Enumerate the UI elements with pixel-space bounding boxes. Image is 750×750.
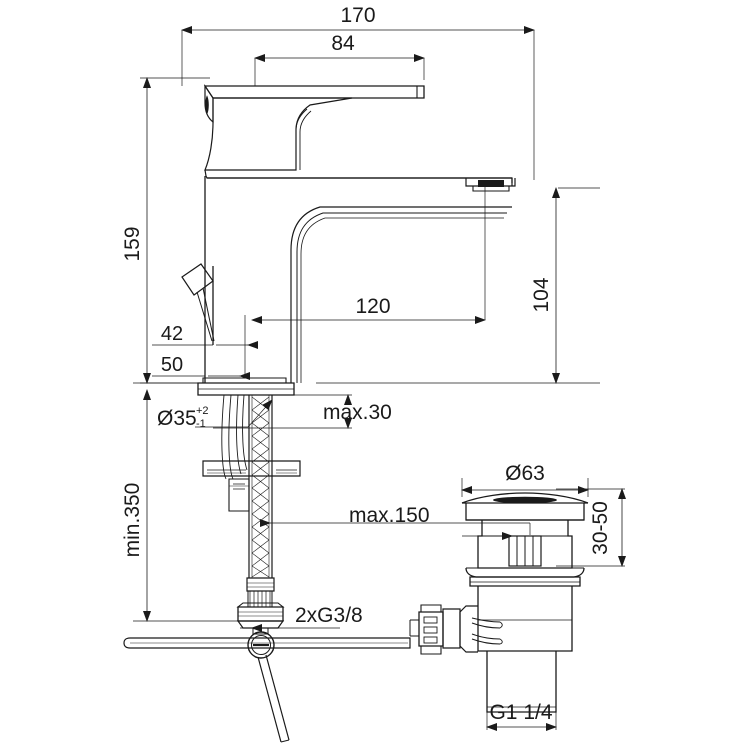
label-dim-d63: Ø63 <box>505 462 545 485</box>
faucet-aerator <box>465 178 516 192</box>
drain-coupling-nut <box>409 604 461 655</box>
dimension-max150 <box>260 519 531 535</box>
label-dim-3050: 30-50 <box>589 501 612 555</box>
label-dim-max150: max.150 <box>349 504 430 527</box>
faucet-spout-curve <box>290 206 512 383</box>
label-dim-104: 104 <box>530 277 553 312</box>
braid-texture <box>251 396 270 578</box>
drain-lower-barrel <box>477 586 573 713</box>
label-dim-120: 120 <box>355 295 390 318</box>
label-dim-2xg38: 2xG3/8 <box>295 604 363 627</box>
label-dim-max30: max.30 <box>323 401 392 424</box>
faucet-body <box>204 169 513 383</box>
faucet-shank-hoses <box>202 394 301 635</box>
label-dim-170: 170 <box>340 4 375 27</box>
label-dim-d35-value: Ø35 <box>157 407 197 430</box>
label-dim-d35: Ø35 +2 -1 <box>157 405 209 430</box>
label-dim-84: 84 <box>331 32 355 55</box>
popup-waste-linkage <box>123 631 411 743</box>
extension-lines <box>133 30 625 730</box>
drain-gasket-flange <box>465 567 585 587</box>
label-dim-42: 42 <box>161 323 183 345</box>
label-dim-d35-tol-plus: +2 <box>196 405 209 417</box>
label-dim-d35-tol-minus: -1 <box>196 418 206 430</box>
drain-side-branch <box>459 605 503 653</box>
faucet-lever-handle <box>203 84 425 171</box>
label-dim-g114: G1 1/4 <box>489 701 552 724</box>
drain-upper-body <box>462 520 573 569</box>
faucet-lever-raised <box>181 263 215 345</box>
faucet-deck-flange <box>197 377 295 396</box>
label-dim-min350: min.350 <box>121 483 144 558</box>
label-dim-50: 50 <box>161 354 183 376</box>
label-dim-159: 159 <box>121 226 144 261</box>
drain-flange-cap <box>461 492 589 521</box>
